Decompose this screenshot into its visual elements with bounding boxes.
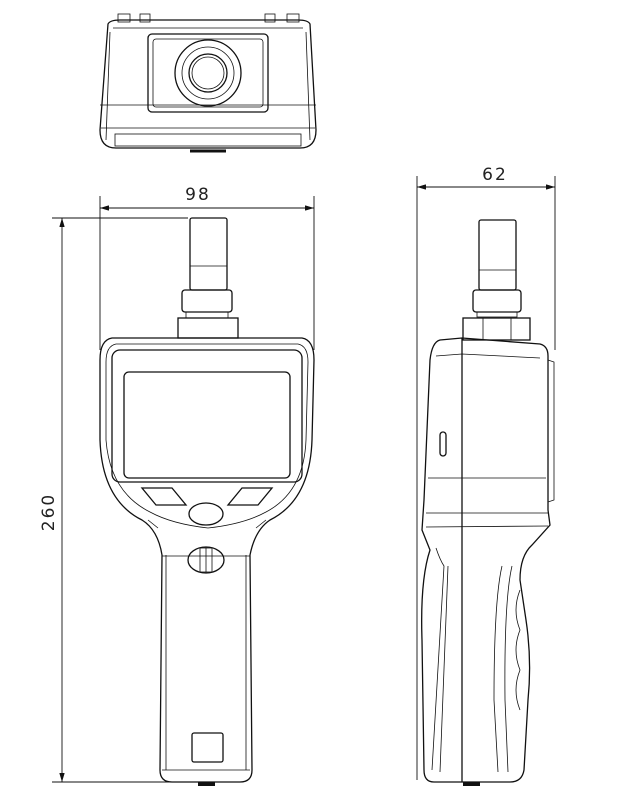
top-view <box>99 13 317 153</box>
left-button <box>140 487 188 506</box>
center-button <box>188 502 224 526</box>
lens-icon <box>174 39 242 107</box>
right-button <box>226 487 274 506</box>
scroll-wheel <box>187 546 225 574</box>
height-dimension: 260 <box>39 217 188 783</box>
front-view <box>99 217 315 786</box>
height-label: 260 <box>39 493 59 531</box>
side-view <box>421 219 555 786</box>
screen <box>123 371 291 479</box>
side-depth-dimension: 62 <box>416 165 556 780</box>
label-square <box>191 732 224 763</box>
usb-port-icon <box>439 431 447 457</box>
front-width-dimension: 98 <box>99 185 315 350</box>
probe <box>189 217 228 291</box>
width-label: 98 <box>185 185 211 205</box>
depth-label: 62 <box>482 165 508 185</box>
